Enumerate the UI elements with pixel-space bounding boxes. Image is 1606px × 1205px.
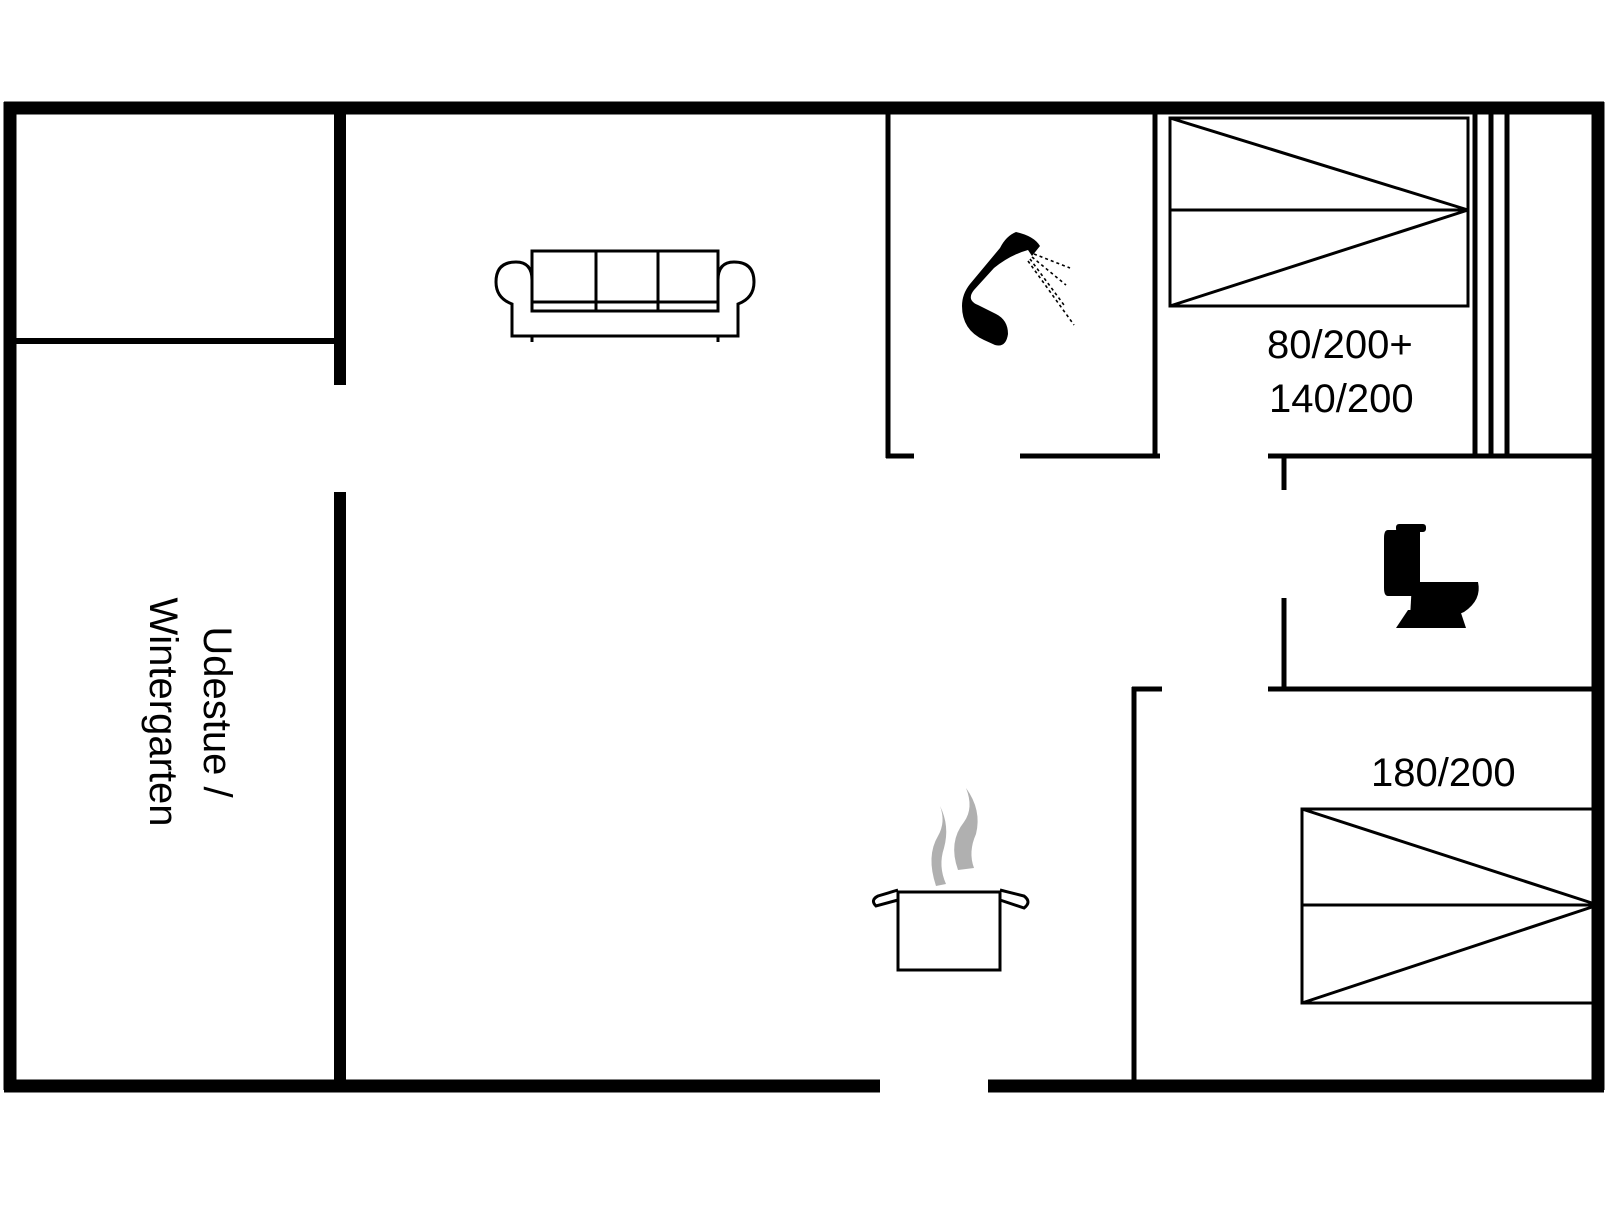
cooking-pot-icon [871, 788, 1030, 972]
interior-walls [10, 104, 1598, 1090]
steam-icon [954, 788, 978, 870]
bed-icon [1168, 116, 1470, 308]
outer-walls [3, 101, 1605, 1093]
bedroom1-bed-size-line2: 140/200 [1269, 377, 1414, 421]
toilet-icon [1384, 524, 1479, 628]
sunroom-label-line2: Wintergarten [141, 598, 185, 827]
sunroom-label-line1: Udestue / [195, 626, 239, 798]
bed-icon [1300, 807, 1600, 1005]
steam-icon [931, 806, 947, 886]
sunroom-label: Udestue / Wintergarten [141, 598, 239, 827]
sofa-icon [494, 249, 756, 342]
shower-icon [962, 232, 1075, 346]
bedroom1-bed-size-line1: 80/200+ [1267, 323, 1413, 367]
bedroom2-bed-size: 180/200 [1371, 751, 1516, 795]
